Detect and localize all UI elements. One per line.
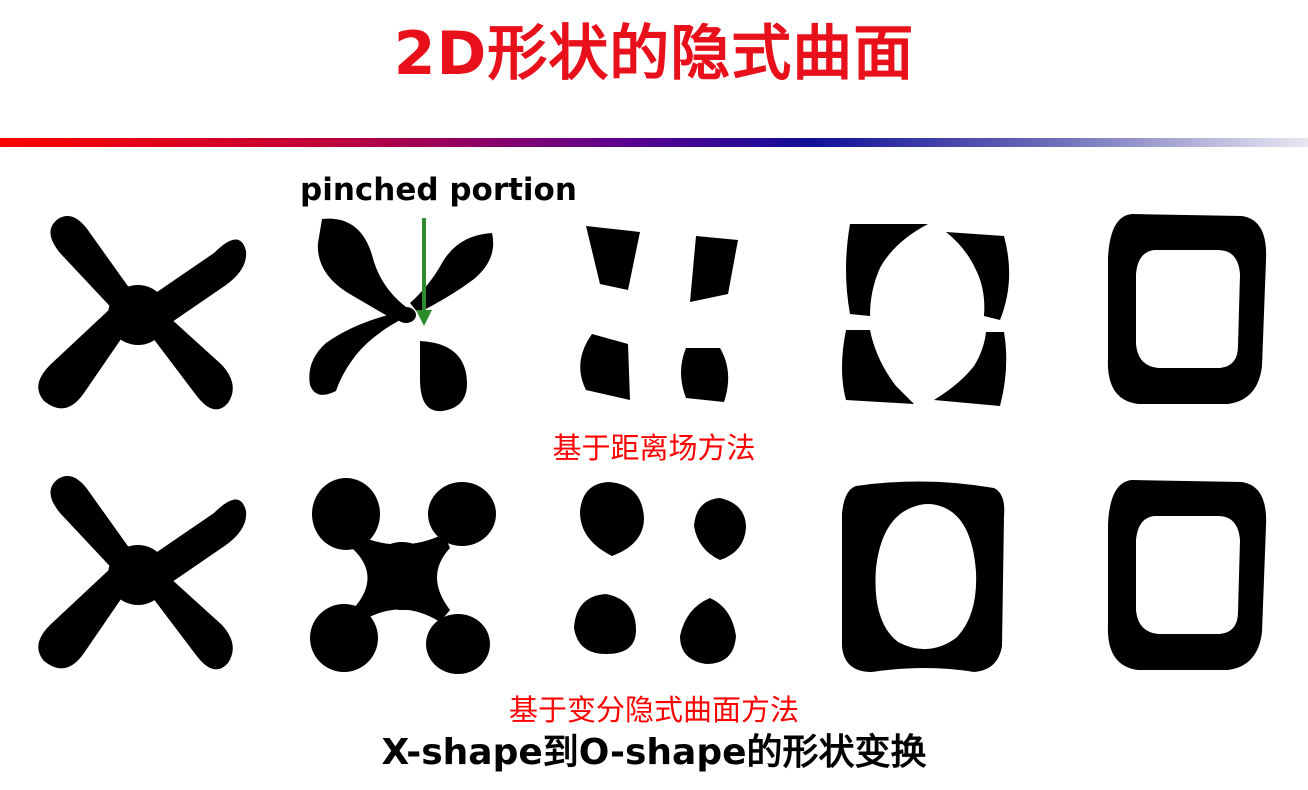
row2-frame2-lobed-x bbox=[310, 478, 496, 674]
row1-frame5-o-shape bbox=[1107, 214, 1267, 404]
row1-frame4-broken-o bbox=[842, 224, 1010, 406]
title-divider bbox=[0, 138, 1308, 147]
row1-frame2-pinched-x bbox=[309, 218, 494, 412]
slide-title: 2D形状的隐式曲面 bbox=[393, 19, 915, 89]
row2-caption: 基于变分隐式曲面方法 bbox=[508, 693, 799, 727]
row2-frame5-o-shape bbox=[1107, 480, 1267, 670]
row2-frame3-four-blobs bbox=[574, 482, 746, 664]
row2-frame1-x-shape bbox=[38, 476, 247, 670]
row1-frame1-x-shape bbox=[38, 216, 247, 410]
pinched-arrow bbox=[416, 218, 432, 326]
pinched-portion-label: pinched portion bbox=[300, 172, 577, 208]
row1-frame3-four-wedges bbox=[580, 226, 738, 402]
row1-caption: 基于距离场方法 bbox=[552, 431, 756, 465]
row2-frame4-thick-o bbox=[842, 481, 1005, 672]
slide-footer: X-shape到O-shape的形状变换 bbox=[381, 732, 927, 773]
